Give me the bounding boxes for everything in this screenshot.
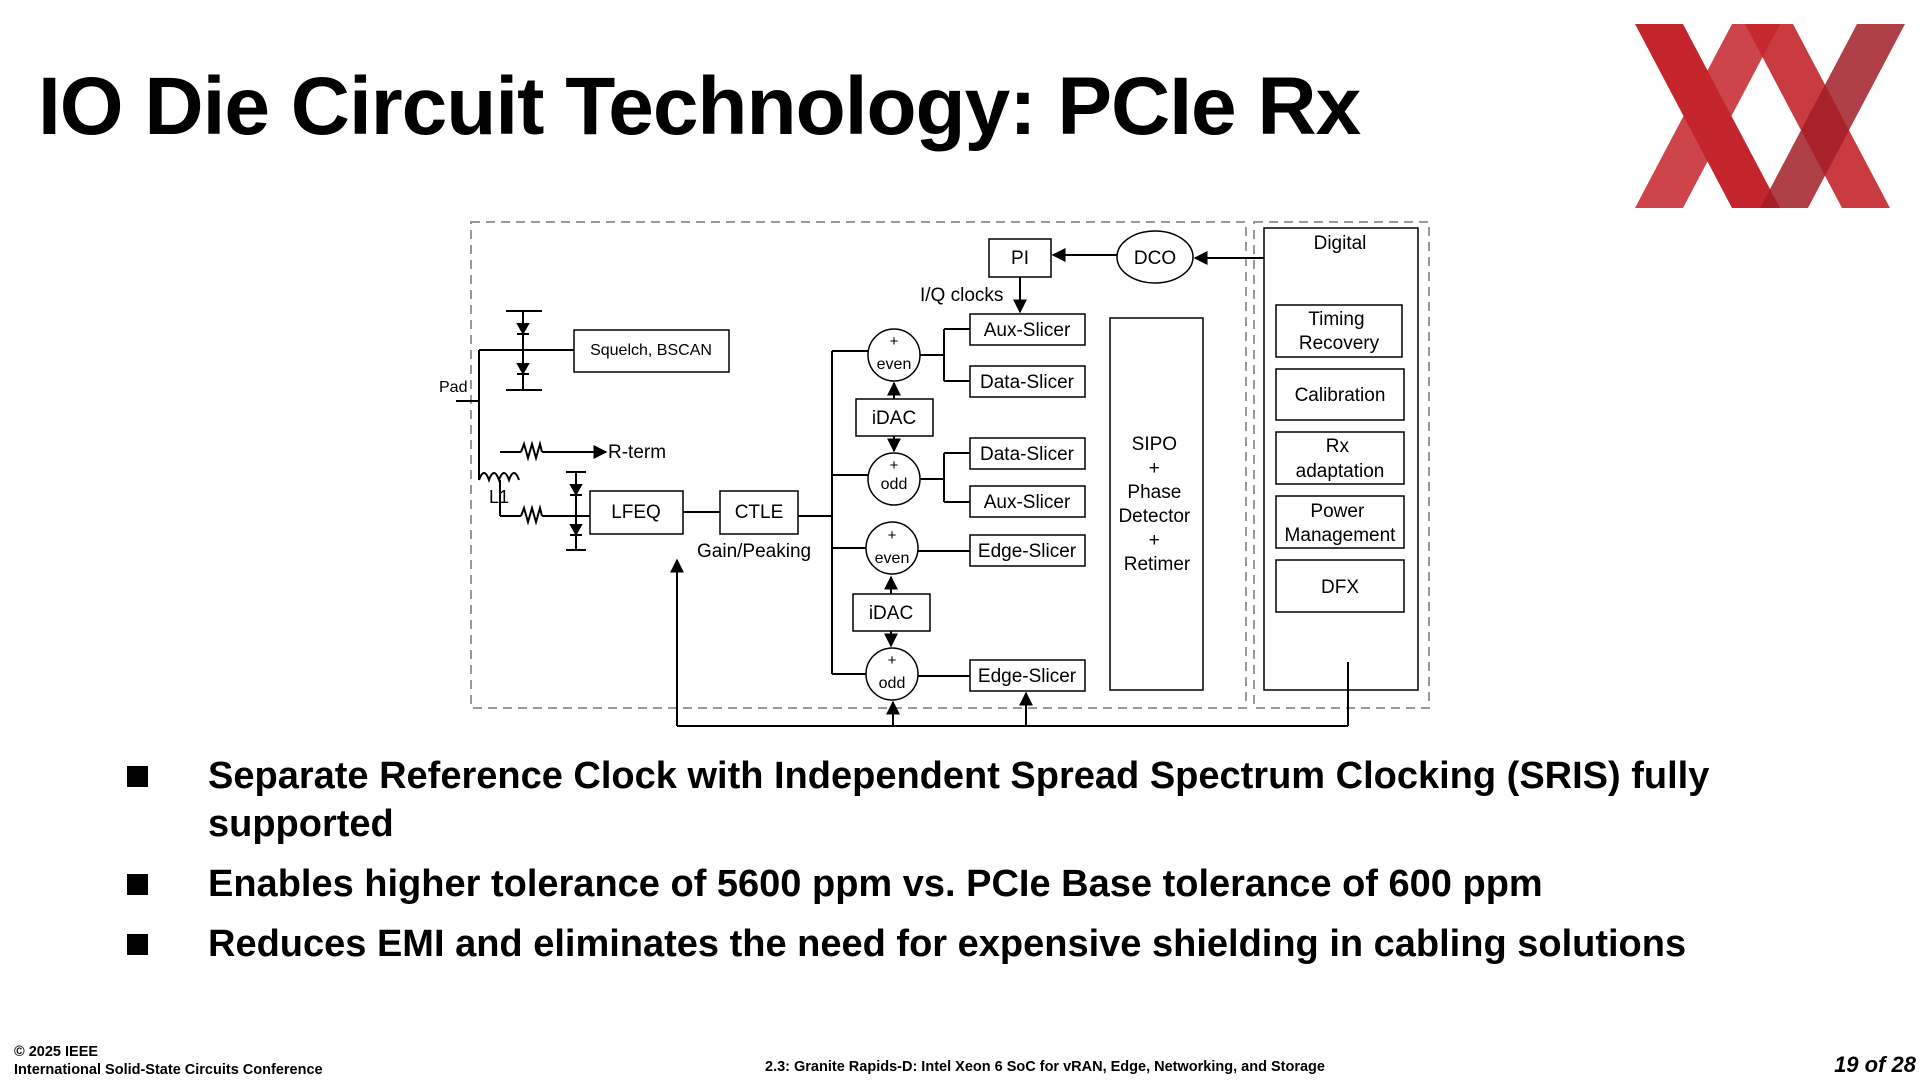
pi-block: PI [988, 238, 1052, 278]
footer-copyright: © 2025 IEEE International Solid-State Ci… [14, 1043, 323, 1079]
bullet-marker [127, 874, 148, 895]
bullet-item: Separate Reference Clock with Independen… [125, 752, 1825, 848]
bullet-text: Enables higher tolerance of 5600 ppm vs.… [208, 863, 1543, 905]
svg-text:odd: odd [879, 675, 906, 692]
svg-text:even: even [877, 356, 912, 373]
ctle-block: CTLE [719, 490, 799, 535]
copyright-text: © 2025 IEEE [14, 1044, 99, 1060]
idac-block-1: iDAC [855, 398, 934, 437]
svg-text:Aux-Slicer: Aux-Slicer [984, 492, 1071, 513]
svg-text:Power Management: Power Management [1285, 501, 1397, 546]
calibration-block: Calibration [1275, 368, 1405, 421]
page-number: 19 of 28 [1834, 1052, 1916, 1077]
inductor-label: L1 [489, 487, 509, 507]
logo-left-x [1635, 24, 1780, 208]
bullet-item: Reduces EMI and eliminates the need for … [125, 920, 1825, 968]
svg-text:PI: PI [1011, 248, 1029, 269]
svg-text:DFX: DFX [1321, 577, 1359, 598]
edge-slicer-2: Edge-Slicer [969, 659, 1086, 692]
svg-text:Rx adaptation: Rx adaptation [1296, 436, 1385, 482]
svg-text:SIPO + Phase: SIPO + Phase Detector + Retimer [1118, 434, 1195, 575]
idac-block-2: iDAC [852, 593, 931, 632]
svg-text:Digital: Digital [1314, 233, 1367, 254]
summer-even-1: + even [867, 328, 921, 382]
svg-text:+: + [890, 457, 899, 474]
svg-text:iDAC: iDAC [872, 408, 916, 429]
sipo-block: SIPO + Phase Detector + Retimer [1109, 317, 1204, 691]
idac-arrows [884, 381, 901, 648]
svg-text:Squelch, BSCAN: Squelch, BSCAN [590, 342, 712, 359]
pad-input-network [456, 310, 608, 551]
slicer-wiring [918, 328, 970, 677]
bullet-text: Separate Reference Clock with Independen… [208, 755, 1710, 845]
conference-name: International Solid-State Circuits Confe… [14, 1062, 323, 1078]
page-title: IO Die Circuit Technology: PCIe Rx [38, 61, 1361, 152]
timing-recovery-block: Timing Recovery [1275, 304, 1403, 358]
bullet-list: Separate Reference Clock with Independen… [125, 752, 1825, 980]
ctle-output-bus [798, 350, 868, 675]
dco-block: DCO [1116, 230, 1194, 284]
svg-text:Data-Slicer: Data-Slicer [980, 444, 1075, 465]
svg-text:Edge-Slicer: Edge-Slicer [978, 666, 1077, 687]
iq-clocks-label: I/Q clocks [920, 285, 1003, 306]
summer-odd-1: + odd [867, 452, 921, 506]
svg-text:even: even [875, 550, 910, 567]
svg-text:CTLE: CTLE [735, 502, 784, 523]
bullet-marker [127, 934, 148, 955]
rx-adaptation-block: Rx adaptation [1275, 431, 1405, 485]
lfeq-block: LFEQ [589, 490, 684, 535]
bullet-text: Reduces EMI and eliminates the need for … [208, 923, 1687, 965]
svg-text:Calibration: Calibration [1295, 385, 1386, 406]
bullet-item: Enables higher tolerance of 5600 ppm vs.… [125, 860, 1825, 908]
svg-text:DCO: DCO [1134, 248, 1176, 269]
r-term-label: R-term [608, 442, 666, 463]
summer-even-2: + even [865, 521, 919, 575]
bullet-marker [127, 766, 148, 787]
conference-logo [1635, 24, 1905, 208]
summer-odd-2: + odd [865, 647, 919, 701]
logo-right-x [1745, 24, 1905, 208]
svg-text:+: + [888, 652, 897, 669]
aux-slicer-2: Aux-Slicer [969, 485, 1086, 518]
dfx-block: DFX [1275, 559, 1405, 613]
gain-peaking-label: Gain/Peaking [697, 541, 811, 562]
feedback-bus [670, 558, 1349, 727]
svg-text:Edge-Slicer: Edge-Slicer [978, 541, 1077, 562]
svg-text:iDAC: iDAC [869, 603, 913, 624]
data-slicer-1: Data-Slicer [969, 365, 1086, 398]
aux-slicer-1: Aux-Slicer [969, 313, 1086, 346]
pad-label: Pad [439, 379, 467, 396]
edge-slicer-1: Edge-Slicer [969, 534, 1086, 567]
svg-text:Timing Recovery: Timing Recovery [1299, 309, 1380, 354]
data-slicer-2: Data-Slicer [969, 437, 1086, 470]
svg-text:LFEQ: LFEQ [611, 502, 661, 523]
svg-text:+: + [888, 527, 897, 544]
svg-text:Data-Slicer: Data-Slicer [980, 372, 1075, 393]
svg-text:+: + [890, 333, 899, 350]
svg-text:Aux-Slicer: Aux-Slicer [984, 320, 1071, 341]
session-title: 2.3: Granite Rapids-D: Intel Xeon 6 SoC … [765, 1059, 1325, 1075]
squelch-bscan-block: Squelch, BSCAN [573, 329, 730, 373]
power-management-block: Power Management [1275, 495, 1405, 549]
svg-text:odd: odd [881, 476, 908, 493]
